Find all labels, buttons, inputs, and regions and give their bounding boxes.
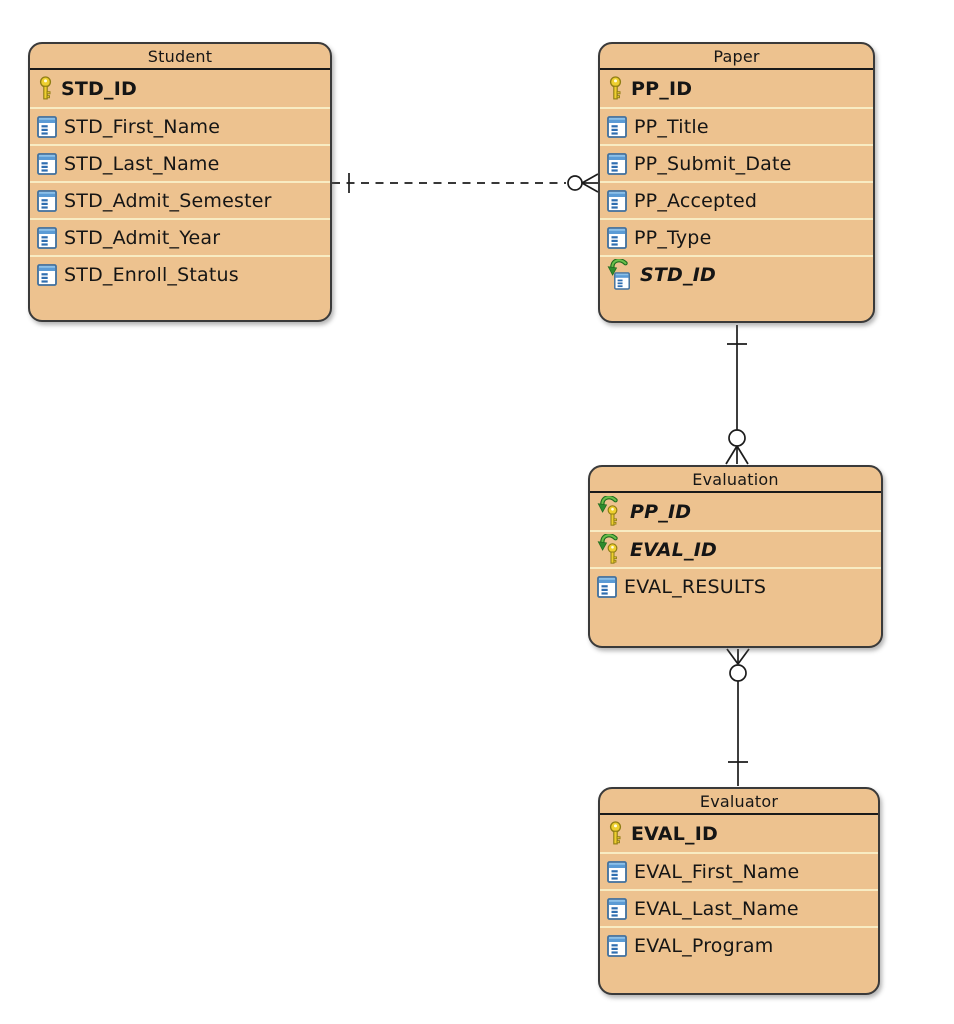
- entity-title: Paper: [713, 46, 760, 66]
- column-label: STD_Admit_Year: [64, 226, 221, 249]
- entity-student[interactable]: Student STD_ID STD_First_Name STD_Last_N…: [28, 42, 332, 322]
- column-label: STD_First_Name: [64, 115, 221, 138]
- entity-evaluation-body: PP_ID EVAL_ID EVAL_RESULTS: [590, 493, 881, 604]
- entity-student-header[interactable]: Student: [30, 44, 330, 70]
- column-row[interactable]: STD_Enroll_Status: [30, 255, 330, 292]
- entity-student-body: STD_ID STD_First_Name STD_Last_Name STD_…: [30, 70, 330, 292]
- column-icon: [37, 227, 57, 249]
- column-row[interactable]: EVAL_Program: [600, 926, 878, 963]
- column-label: EVAL_First_Name: [634, 860, 800, 883]
- column-label: EVAL_RESULTS: [624, 575, 767, 598]
- column-row[interactable]: STD_Admit_Semester: [30, 181, 330, 218]
- column-label: PP_ID: [631, 77, 693, 100]
- column-icon: [37, 264, 57, 286]
- column-icon: [607, 935, 627, 957]
- entity-evaluation[interactable]: Evaluation PP_ID EVAL_ID EVAL_RESULTS: [588, 465, 883, 648]
- column-label: STD_Admit_Semester: [64, 189, 272, 212]
- entity-title: Student: [147, 46, 213, 66]
- column-label: STD_ID: [61, 77, 137, 100]
- column-label: PP_Type: [634, 226, 712, 249]
- column-icon: [597, 576, 617, 598]
- entity-title: Evaluation: [692, 469, 779, 489]
- connector-paper-evaluation[interactable]: [725, 325, 749, 465]
- entity-paper[interactable]: Paper PP_ID PP_Title PP_Submit_Date PP_A…: [598, 42, 875, 323]
- column-row[interactable]: PP_Accepted: [600, 181, 873, 218]
- column-label: PP_Accepted: [634, 189, 758, 212]
- column-row[interactable]: STD_Last_Name: [30, 144, 330, 181]
- column-row[interactable]: EVAL_First_Name: [600, 852, 878, 889]
- column-row[interactable]: PP_Type: [600, 218, 873, 255]
- primary-foreign-key-icon: [597, 534, 623, 564]
- column-label: STD_Last_Name: [64, 152, 220, 175]
- column-label: PP_ID: [630, 500, 692, 523]
- column-label: STD_ID: [640, 263, 716, 286]
- foreign-key-column-icon: [607, 259, 630, 290]
- column-icon: [607, 153, 627, 175]
- column-label: EVAL_Last_Name: [634, 897, 799, 920]
- column-row[interactable]: STD_First_Name: [30, 107, 330, 144]
- column-row[interactable]: STD_ID: [600, 255, 873, 292]
- primary-key-icon: [607, 76, 624, 101]
- column-row[interactable]: EVAL_Last_Name: [600, 889, 878, 926]
- column-icon: [37, 116, 57, 138]
- column-label: EVAL_ID: [631, 822, 718, 845]
- entity-evaluator[interactable]: Evaluator EVAL_ID EVAL_First_Name EVAL_L…: [598, 787, 880, 995]
- entity-evaluator-body: EVAL_ID EVAL_First_Name EVAL_Last_Name E…: [600, 815, 878, 963]
- column-row[interactable]: PP_Title: [600, 107, 873, 144]
- column-label: STD_Enroll_Status: [64, 263, 239, 286]
- primary-key-icon: [607, 821, 624, 846]
- column-icon: [607, 116, 627, 138]
- connector-evaluation-evaluator[interactable]: [726, 648, 750, 786]
- entity-paper-body: PP_ID PP_Title PP_Submit_Date PP_Accepte…: [600, 70, 873, 292]
- column-row[interactable]: STD_ID: [30, 70, 330, 107]
- entity-evaluator-header[interactable]: Evaluator: [600, 789, 878, 815]
- column-row[interactable]: EVAL_ID: [600, 815, 878, 852]
- column-label: EVAL_ID: [630, 538, 717, 561]
- column-label: EVAL_Program: [634, 934, 774, 957]
- primary-key-icon: [37, 76, 54, 101]
- column-icon: [607, 898, 627, 920]
- entity-evaluation-header[interactable]: Evaluation: [590, 467, 881, 493]
- column-icon: [607, 190, 627, 212]
- primary-foreign-key-icon: [597, 496, 623, 526]
- entity-title: Evaluator: [699, 791, 779, 811]
- column-label: PP_Title: [634, 115, 709, 138]
- column-row[interactable]: PP_ID: [600, 70, 873, 107]
- column-icon: [37, 153, 57, 175]
- column-label: PP_Submit_Date: [634, 152, 792, 175]
- column-row[interactable]: PP_Submit_Date: [600, 144, 873, 181]
- column-row[interactable]: PP_ID: [590, 493, 881, 530]
- column-icon: [607, 861, 627, 883]
- column-icon: [607, 227, 627, 249]
- entity-paper-header[interactable]: Paper: [600, 44, 873, 70]
- column-icon: [37, 190, 57, 212]
- column-row[interactable]: EVAL_RESULTS: [590, 567, 881, 604]
- column-row[interactable]: STD_Admit_Year: [30, 218, 330, 255]
- connector-student-paper[interactable]: [332, 173, 599, 193]
- column-row[interactable]: EVAL_ID: [590, 530, 881, 567]
